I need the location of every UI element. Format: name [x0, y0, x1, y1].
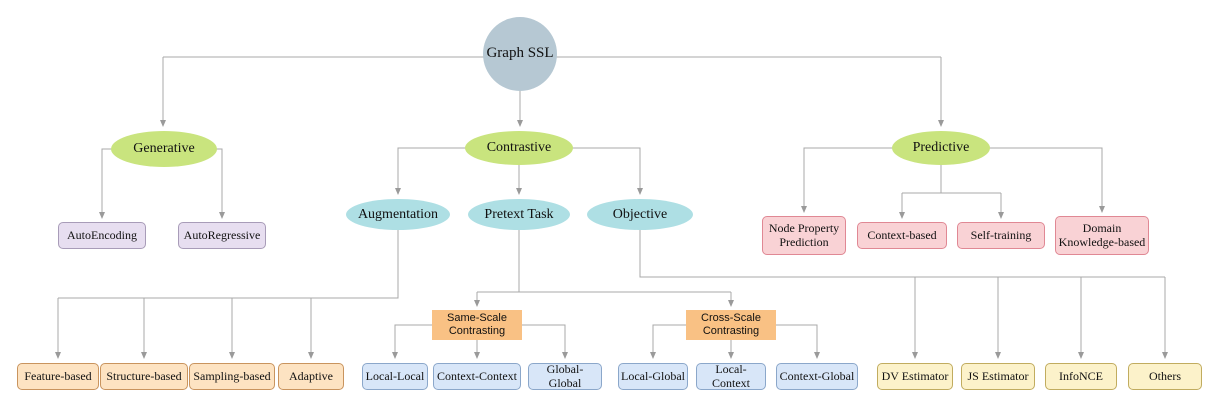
node-infonce: InfoNCE: [1045, 363, 1117, 390]
node-js-estimator: JS Estimator: [961, 363, 1035, 390]
node-augmentation: Augmentation: [346, 199, 450, 230]
node-local-local: Local-Local: [362, 363, 428, 390]
node-predictive: Predictive: [892, 131, 990, 165]
node-node-property-prediction: Node Property Prediction: [762, 216, 846, 255]
node-sampling-based: Sampling-based: [189, 363, 275, 390]
node-cross-scale-contrasting: Cross-Scale Contrasting: [686, 310, 776, 340]
node-local-context: Local-Context: [696, 362, 766, 390]
node-autoencoding: AutoEncoding: [58, 222, 146, 249]
node-same-scale-contrasting: Same-Scale Contrasting: [432, 310, 522, 340]
node-dv-estimator: DV Estimator: [877, 363, 953, 390]
node-generative: Generative: [111, 131, 217, 167]
node-self-training: Self-training: [957, 222, 1045, 249]
node-feature-based: Feature-based: [17, 363, 99, 390]
node-local-global: Local-Global: [618, 363, 688, 390]
node-domain-knowledge-based: Domain Knowledge-based: [1055, 216, 1149, 255]
node-objective: Objective: [587, 199, 693, 230]
node-context-based: Context-based: [857, 222, 947, 249]
node-others: Others: [1128, 363, 1202, 390]
node-pretext-task: Pretext Task: [468, 199, 570, 230]
node-contrastive: Contrastive: [465, 131, 573, 165]
node-graph-ssl: Graph SSL: [483, 17, 557, 91]
node-global-global: Global-Global: [528, 362, 602, 390]
node-context-global: Context-Global: [776, 363, 858, 390]
node-structure-based: Structure-based: [100, 363, 188, 390]
node-adaptive: Adaptive: [278, 363, 344, 390]
node-autoregressive: AutoRegressive: [178, 222, 266, 249]
node-context-context: Context-Context: [433, 363, 521, 390]
